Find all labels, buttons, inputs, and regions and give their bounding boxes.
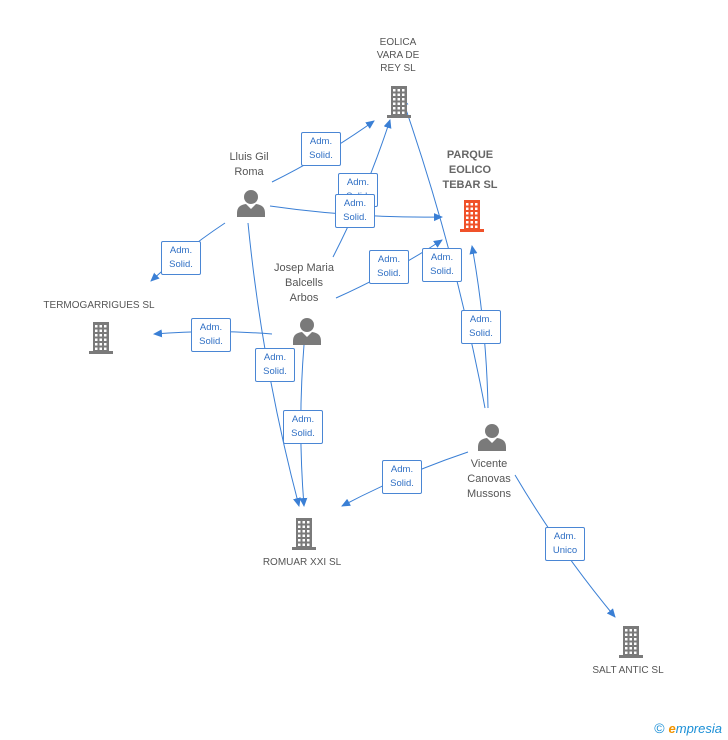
relation-label[interactable]: Adm. Solid. <box>369 250 409 284</box>
vicente-label[interactable]: Vicente Canovas Mussons <box>466 458 512 500</box>
romuar-label[interactable]: ROMUAR XXI SL <box>262 557 342 568</box>
copyright-symbol: © <box>654 720 665 736</box>
relation-label[interactable]: Adm. Solid. <box>461 310 501 344</box>
brand-name: mpresia <box>675 721 722 736</box>
salt-label[interactable]: SALT ANTIC SL <box>592 665 664 676</box>
termo-label[interactable]: TERMOGARRIGUES SL <box>43 300 155 311</box>
salt-building-icon[interactable] <box>617 624 645 664</box>
vicente-person-icon[interactable] <box>477 422 507 457</box>
relation-label[interactable]: Adm. Solid. <box>422 248 462 282</box>
relation-label[interactable]: Adm. Solid. <box>161 241 201 275</box>
relation-label[interactable]: Adm. Solid. <box>335 194 375 228</box>
lluis-label[interactable]: Lluis Gil Roma <box>229 151 269 178</box>
romuar-building-icon[interactable] <box>290 516 318 556</box>
brand-initial: e <box>668 721 676 736</box>
eolica-building-icon[interactable] <box>385 84 413 124</box>
relation-label[interactable]: Adm. Solid. <box>191 318 231 352</box>
relation-label[interactable]: Adm. Solid. <box>283 410 323 444</box>
josep-person-icon[interactable] <box>292 316 322 351</box>
relation-label[interactable]: Adm. Unico <box>545 527 585 561</box>
relation-label[interactable]: Adm. Solid. <box>301 132 341 166</box>
footer-brand: ©empresia <box>654 720 722 736</box>
parque-label[interactable]: PARQUE EOLICO TEBAR SL <box>442 149 498 191</box>
lluis-person-icon[interactable] <box>236 188 266 223</box>
termo-building-icon[interactable] <box>87 320 115 360</box>
relation-label[interactable]: Adm. Solid. <box>255 348 295 382</box>
relation-label[interactable]: Adm. Solid. <box>382 460 422 494</box>
parque-building-icon[interactable] <box>458 198 486 238</box>
eolica-label[interactable]: EOLICA VARA DE REY SL <box>376 37 420 74</box>
josep-label[interactable]: Josep Maria Balcells Arbos <box>274 262 334 304</box>
